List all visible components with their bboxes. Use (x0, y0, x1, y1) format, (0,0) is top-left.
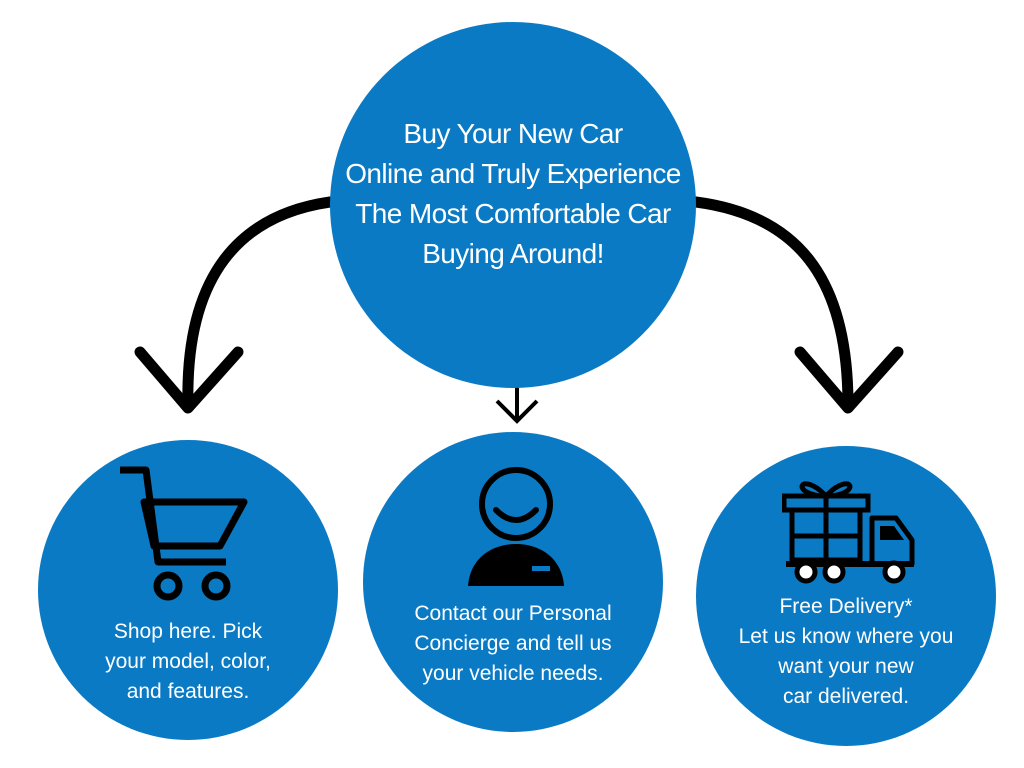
caption-line: your vehicle needs. (422, 662, 604, 685)
left-arrowhead (134, 346, 244, 414)
hub-text: Buy Your New Car Online and Truly Experi… (330, 114, 696, 274)
right-arrow (690, 196, 854, 411)
caption-line: Let us know where you (738, 625, 954, 648)
left-arrow (182, 196, 336, 411)
caption-line: your model, color, (105, 650, 271, 673)
concierge-person-icon (468, 467, 564, 586)
caption-line: want your new (778, 655, 914, 678)
caption-line: Free Delivery* (779, 595, 913, 618)
hub-line: Online and Truly Experience (345, 158, 681, 189)
shop-step-caption: Shop here. Pick your model, color, and f… (38, 617, 338, 707)
hub-line: Buying Around! (422, 238, 604, 269)
caption-line: and features. (126, 680, 250, 703)
right-arrowhead (794, 346, 904, 414)
center-arrowhead (495, 399, 539, 424)
shop-step-circle: Shop here. Pick your model, color, and f… (38, 440, 338, 740)
shopping-cart-icon (120, 466, 248, 601)
gift-truck-icon (782, 481, 915, 584)
caption-line: Concierge and tell us (414, 632, 612, 655)
caption-line: Shop here. Pick (113, 620, 263, 643)
concierge-step-circle: Contact our Personal Concierge and tell … (363, 432, 663, 732)
delivery-step-circle: Free Delivery* Let us know where you wan… (696, 446, 996, 746)
caption-line: Contact our Personal (414, 602, 612, 625)
caption-line: car delivered. (782, 685, 910, 708)
concierge-step-caption: Contact our Personal Concierge and tell … (363, 599, 663, 689)
hub-circle: Buy Your New Car Online and Truly Experi… (330, 22, 696, 388)
hub-line: Buy Your New Car (403, 118, 623, 149)
delivery-step-caption: Free Delivery* Let us know where you wan… (696, 592, 996, 712)
hub-line: The Most Comfortable Car (355, 198, 671, 229)
